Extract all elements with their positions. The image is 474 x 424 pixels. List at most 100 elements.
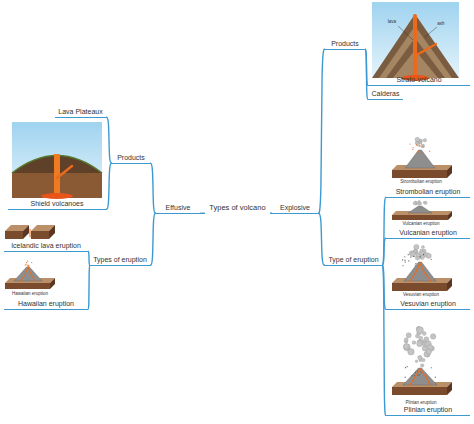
lava-flow bbox=[28, 267, 35, 281]
ground-front bbox=[31, 231, 49, 239]
ejecta bbox=[416, 144, 417, 145]
branch-topic: Lava Plateaux bbox=[55, 108, 106, 118]
ash-cloud bbox=[413, 202, 416, 205]
ejecta bbox=[413, 147, 414, 148]
image-caption: Vulcanian eruption bbox=[402, 221, 439, 226]
ash-cloud bbox=[426, 349, 431, 354]
volcano-cone bbox=[408, 206, 432, 213]
ejecta bbox=[412, 149, 413, 150]
ash-cloud bbox=[416, 253, 420, 257]
ejecta bbox=[420, 256, 421, 257]
ash-cloud bbox=[412, 341, 416, 345]
ash-cloud bbox=[418, 202, 421, 205]
ejecta bbox=[413, 256, 414, 257]
ground-front bbox=[5, 283, 50, 289]
ash-cloud bbox=[423, 201, 425, 203]
lava-flow bbox=[57, 166, 72, 178]
ejecta bbox=[402, 265, 403, 266]
branch-topic: Shield volcanoes bbox=[8, 200, 106, 210]
branch-topic: Hawaiian eruption bbox=[4, 300, 88, 310]
ejecta bbox=[417, 374, 418, 375]
lava-flow bbox=[420, 369, 430, 385]
ash-cloud bbox=[420, 203, 422, 205]
ash-cloud bbox=[420, 364, 424, 368]
ash-cloud bbox=[404, 338, 408, 342]
leader-line bbox=[425, 27, 437, 37]
ash-cloud bbox=[424, 201, 427, 204]
central-topic: Types of volcano bbox=[205, 204, 270, 214]
ejecta bbox=[415, 263, 416, 264]
ash-cloud bbox=[424, 337, 429, 342]
ejecta bbox=[408, 260, 409, 261]
ash-cloud bbox=[417, 341, 423, 347]
leader-line bbox=[398, 26, 413, 40]
ejecta bbox=[415, 264, 416, 265]
branch-connector bbox=[106, 163, 112, 209]
topic-text: Calderas bbox=[371, 90, 399, 98]
ground-front bbox=[392, 215, 448, 220]
branch-topic: Type of eruption bbox=[325, 256, 382, 266]
image-caption: Plinian eruption bbox=[405, 400, 436, 405]
ejecta bbox=[28, 265, 29, 266]
volcano-cone bbox=[14, 267, 42, 281]
ejecta bbox=[25, 264, 26, 265]
ash-cloud bbox=[414, 244, 419, 249]
branch-connector bbox=[88, 265, 90, 309]
ejecta bbox=[405, 262, 406, 263]
ejecta bbox=[415, 372, 416, 373]
topic-text: Effusive bbox=[166, 204, 191, 212]
ejecta bbox=[429, 151, 430, 152]
topic-text: Lava Plateaux bbox=[58, 108, 102, 116]
magma-chamber bbox=[41, 193, 73, 199]
ejecta bbox=[406, 366, 407, 367]
lava-flow bbox=[30, 229, 31, 237]
lava-flow bbox=[410, 263, 420, 281]
ejecta bbox=[418, 151, 419, 152]
branch-topic: Products bbox=[325, 40, 365, 50]
ejecta bbox=[404, 260, 405, 261]
branch-topic: Vulcanian eruption bbox=[386, 229, 470, 239]
topic-text: Products bbox=[117, 154, 145, 162]
ash-cloud bbox=[408, 349, 414, 355]
ash-cloud bbox=[417, 143, 420, 146]
ground-front bbox=[392, 283, 447, 291]
topic-text: Type of eruption bbox=[328, 256, 378, 264]
branch-topic: Plinian eruption bbox=[386, 406, 470, 416]
ash-cloud bbox=[421, 358, 425, 362]
ejecta bbox=[418, 151, 419, 152]
branch-topic: Calderas bbox=[368, 90, 403, 100]
branch-topic: Products bbox=[112, 154, 150, 164]
ejecta bbox=[405, 367, 406, 368]
ground-side bbox=[447, 165, 452, 178]
ash-cloud bbox=[419, 336, 423, 340]
ejecta bbox=[405, 377, 406, 378]
ejecta bbox=[410, 256, 411, 257]
branch-connector bbox=[318, 213, 325, 265]
ground-front bbox=[392, 387, 447, 395]
topic-text: Vesuvian eruption bbox=[400, 300, 456, 308]
lava-flow bbox=[20, 267, 28, 281]
ejecta bbox=[26, 264, 27, 265]
ejecta bbox=[26, 262, 27, 263]
branch-connector bbox=[382, 238, 386, 265]
ejecta bbox=[419, 146, 420, 147]
ground-side bbox=[447, 278, 452, 291]
topic-text: Strato-volcano bbox=[396, 76, 441, 84]
image-caption: Vesuvian eruption bbox=[403, 292, 439, 297]
ash-cloud bbox=[420, 139, 422, 141]
ejecta bbox=[423, 254, 424, 255]
sky bbox=[12, 122, 102, 198]
branch-topic: Explosive bbox=[272, 204, 318, 214]
ash-cloud bbox=[418, 356, 421, 359]
ejecta bbox=[404, 256, 405, 257]
ejecta bbox=[411, 375, 412, 376]
part-label: ash bbox=[437, 21, 444, 26]
ejecta bbox=[431, 367, 432, 368]
branch-topic: Vesuvian eruption bbox=[386, 300, 470, 310]
volcano-cone bbox=[404, 262, 436, 281]
image-caption: Hawaiian eruption bbox=[12, 291, 48, 296]
ash-cloud bbox=[415, 137, 420, 142]
